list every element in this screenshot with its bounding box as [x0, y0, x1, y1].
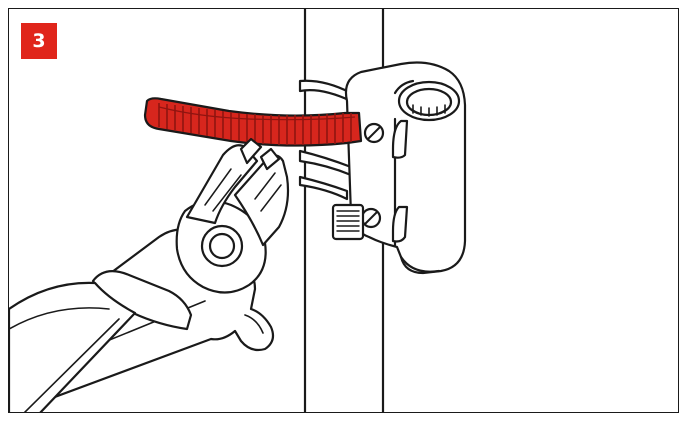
step-number-badge: 3 [21, 23, 57, 59]
side-cutter-pliers-icon [9, 139, 288, 413]
cable-tie-cutting-illustration [9, 9, 679, 413]
illustration-frame: 3 [8, 8, 679, 413]
cable-tie-icon [145, 98, 361, 145]
mounting-bracket-icon [300, 63, 465, 273]
